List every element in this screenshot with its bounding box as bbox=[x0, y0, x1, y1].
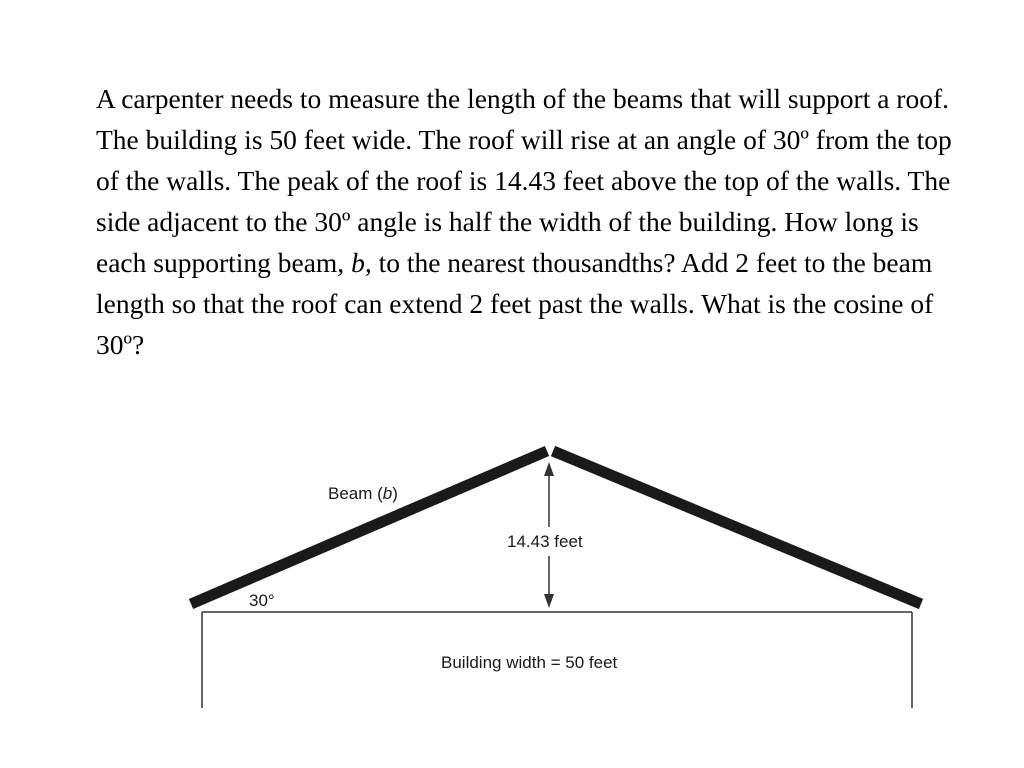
problem-text-part2: to the nearest thousandths? Add 2 feet t… bbox=[96, 247, 934, 360]
arrowhead-up bbox=[544, 462, 554, 476]
width-label: Building width = 50 feet bbox=[441, 653, 618, 672]
angle-label: 30° bbox=[249, 591, 275, 610]
problem-text-part1: A carpenter needs to measure the length … bbox=[96, 83, 952, 278]
left-beam bbox=[188, 445, 550, 610]
problem-statement: A carpenter needs to measure the length … bbox=[96, 78, 956, 365]
right-beam bbox=[550, 445, 924, 610]
problem-variable-b: b, bbox=[351, 247, 372, 278]
beam-label: Beam (b) bbox=[328, 484, 398, 503]
height-label: 14.43 feet bbox=[507, 532, 583, 551]
arrowhead-down bbox=[544, 594, 554, 608]
